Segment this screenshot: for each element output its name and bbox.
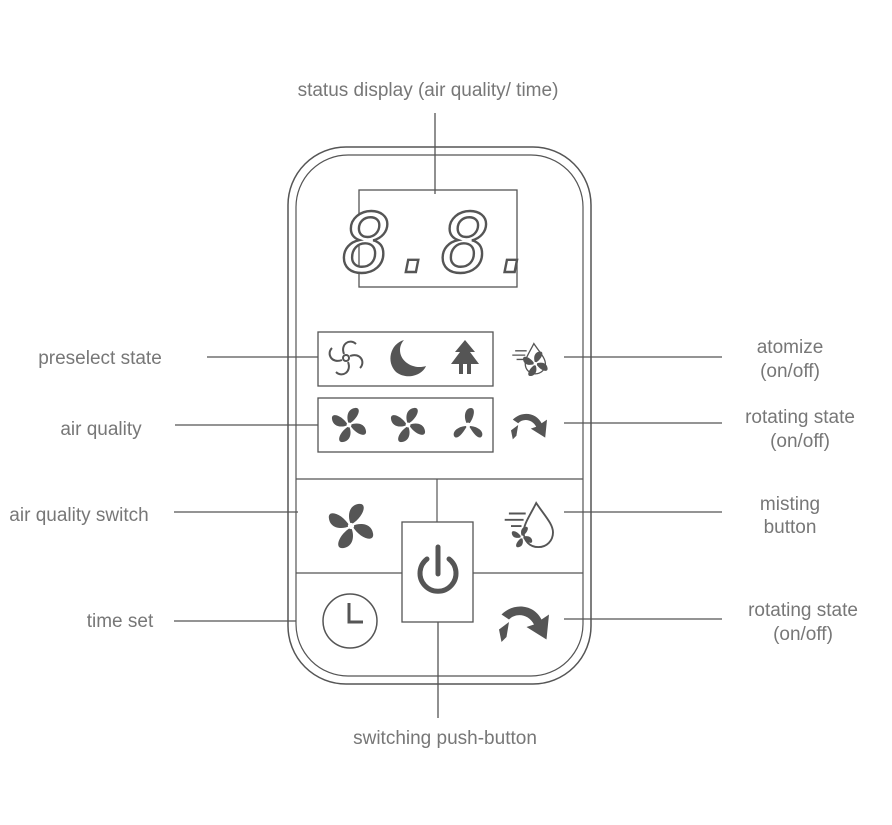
label-time-set: time set — [87, 611, 154, 632]
misting-button[interactable] — [475, 480, 582, 572]
label-air-quality: air quality — [60, 419, 142, 440]
display-digits: 8.8. — [342, 197, 539, 292]
label-atomize-2: (on/off) — [760, 361, 820, 382]
power-button[interactable] — [401, 521, 474, 623]
label-rotating-state-1: rotating state — [745, 407, 855, 428]
fan-icon-low — [331, 407, 367, 443]
label-status-display: status display (air quality/ time) — [298, 80, 559, 101]
rotate-arrow-icon — [511, 413, 547, 440]
clock-icon — [322, 593, 378, 649]
mist-drop-icon — [511, 342, 548, 377]
label-preselect-state: preselect state — [38, 348, 162, 369]
tree-icon — [451, 340, 479, 374]
label-rotating-state-btn-2: (on/off) — [773, 624, 833, 645]
label-misting-1: misting — [760, 494, 820, 515]
label-atomize-1: atomize — [757, 337, 824, 358]
label-air-quality-switch: air quality switch — [9, 505, 148, 526]
air-quality-switch-button[interactable] — [297, 480, 401, 572]
preselect-state-indicator — [317, 331, 494, 387]
label-switching-push-button: switching push-button — [353, 728, 537, 749]
status-display — [358, 189, 518, 288]
label-rotating-state-2: (on/off) — [770, 431, 830, 452]
time-set-button[interactable] — [297, 574, 401, 674]
label-rotating-state-btn-1: rotating state — [748, 600, 858, 621]
wind-icon — [328, 340, 364, 376]
label-misting-2: button — [764, 517, 817, 538]
moon-icon — [390, 340, 426, 377]
fan-icon-high — [453, 408, 483, 438]
device-inner-outline — [295, 154, 584, 677]
rotating-state-button[interactable] — [475, 574, 582, 674]
fan-icon-mid — [390, 407, 426, 443]
power-icon — [417, 544, 459, 594]
device-outer-outline — [287, 146, 592, 685]
